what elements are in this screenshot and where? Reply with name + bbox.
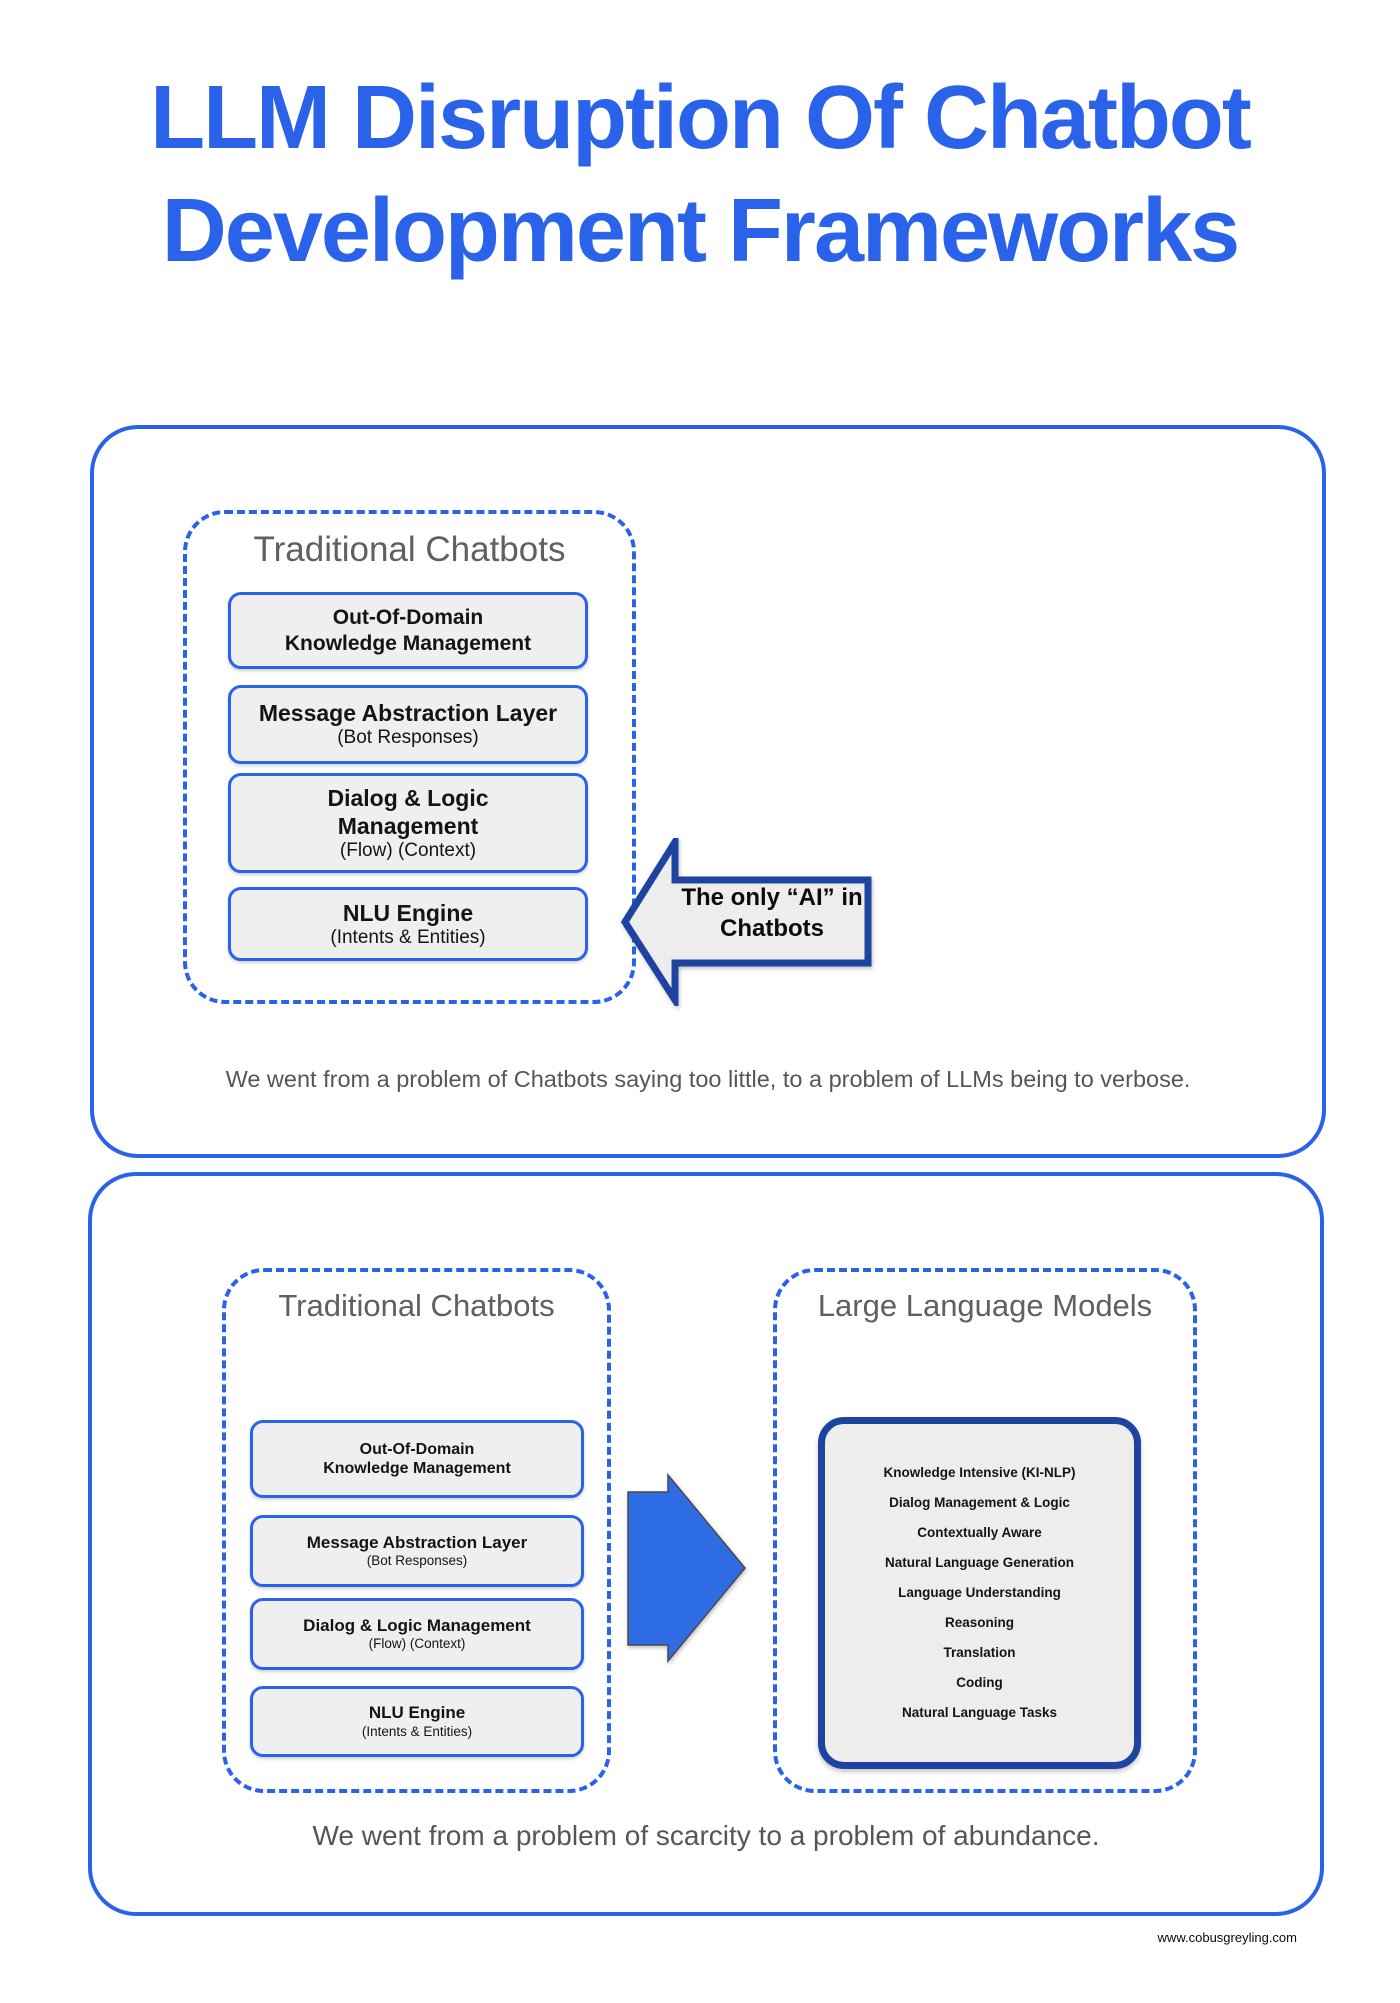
llm-capability-item: Knowledge Intensive (KI-NLP): [883, 1465, 1076, 1480]
group-title-traditional-chatbots: Traditional Chatbots: [278, 1288, 555, 1323]
component-box-message-abstraction: Message Abstraction Layer (Bot Responses…: [250, 1515, 584, 1587]
llm-capability-item: Language Understanding: [898, 1585, 1061, 1600]
component-box-ood-knowledge: Out-Of-Domain Knowledge Management: [228, 592, 588, 669]
llm-capability-item: Contextually Aware: [917, 1525, 1042, 1540]
watermark-url: www.cobusgreyling.com: [1157, 1930, 1297, 1945]
llm-capability-item: Translation: [943, 1645, 1016, 1660]
traditional-chatbots-group-bottom: Traditional Chatbots Out-Of-Domain Knowl…: [222, 1268, 611, 1793]
box-label-line2: (Flow) (Context): [339, 839, 477, 861]
arrow-callout-label: The only “AI” in Chatbots: [676, 882, 868, 944]
group-title-traditional-chatbots: Traditional Chatbots: [253, 530, 566, 569]
box-label-line1: Out-Of-Domain: [359, 1440, 475, 1458]
box-label-line1: Dialog & Logic Management: [327, 784, 489, 839]
box-label-line2: (Bot Responses): [337, 727, 479, 749]
llm-capability-item: Coding: [956, 1675, 1003, 1690]
box-label-line2: Knowledge Management: [323, 1460, 511, 1478]
box-label-line1: Dialog & Logic Management: [303, 1615, 531, 1635]
llm-capability-item: Reasoning: [944, 1615, 1014, 1630]
traditional-chatbots-group-top: Traditional Chatbots Out-Of-Domain Knowl…: [183, 510, 636, 1004]
component-box-ood-knowledge: Out-Of-Domain Knowledge Management: [250, 1420, 584, 1498]
box-label-line1: Message Abstraction Layer: [306, 1532, 528, 1552]
bottom-section-caption: We went from a problem of scarcity to a …: [312, 1820, 1100, 1851]
box-label-line2: Knowledge Management: [284, 631, 532, 655]
bottom-section-card: Traditional Chatbots Out-Of-Domain Knowl…: [88, 1172, 1324, 1916]
component-box-dialog-logic: Dialog & Logic Management (Flow) (Contex…: [228, 773, 588, 873]
large-language-models-group: Large Language Models Knowledge Intensiv…: [773, 1268, 1197, 1793]
llm-capability-item: Dialog Management & Logic: [889, 1495, 1070, 1510]
component-box-nlu-engine: NLU Engine (Intents & Entities): [228, 887, 588, 961]
box-label-line2: (Flow) (Context): [368, 1636, 466, 1652]
group-title-large-language-models: Large Language Models: [817, 1288, 1153, 1323]
component-box-nlu-engine: NLU Engine (Intents & Entities): [250, 1686, 584, 1757]
box-label-line1: Out-Of-Domain: [332, 606, 484, 630]
llm-capability-item: Natural Language Tasks: [901, 1705, 1058, 1720]
page-title: LLM Disruption Of Chatbot Development Fr…: [0, 62, 1400, 289]
box-label-line1: NLU Engine: [368, 1703, 466, 1723]
component-box-dialog-logic: Dialog & Logic Management (Flow) (Contex…: [250, 1598, 584, 1670]
box-label-line2: (Intents & Entities): [330, 926, 486, 948]
top-section-caption: We went from a problem of Chatbots sayin…: [225, 1066, 1191, 1092]
page-title-line1: LLM Disruption Of Chatbot: [150, 68, 1252, 168]
right-arrow-icon: [627, 1472, 746, 1664]
llm-capabilities-box: Knowledge Intensive (KI-NLP) Dialog Mana…: [818, 1417, 1141, 1769]
box-label-line2: (Intents & Entities): [361, 1723, 473, 1739]
box-label-line1: Message Abstraction Layer: [258, 700, 558, 727]
component-box-message-abstraction: Message Abstraction Layer (Bot Responses…: [228, 685, 588, 764]
top-section-card: Traditional Chatbots Out-Of-Domain Knowl…: [90, 425, 1326, 1158]
llm-capability-item: Natural Language Generation: [884, 1555, 1075, 1570]
arrow-label-line1: The only “AI” in: [681, 884, 863, 911]
box-label-line1: NLU Engine: [342, 899, 474, 926]
box-label-line2: (Bot Responses): [366, 1553, 468, 1569]
left-arrow-icon: [620, 838, 872, 1006]
page-title-line2: Development Frameworks: [161, 181, 1240, 282]
arrow-label-line2: Chatbots: [720, 915, 824, 942]
